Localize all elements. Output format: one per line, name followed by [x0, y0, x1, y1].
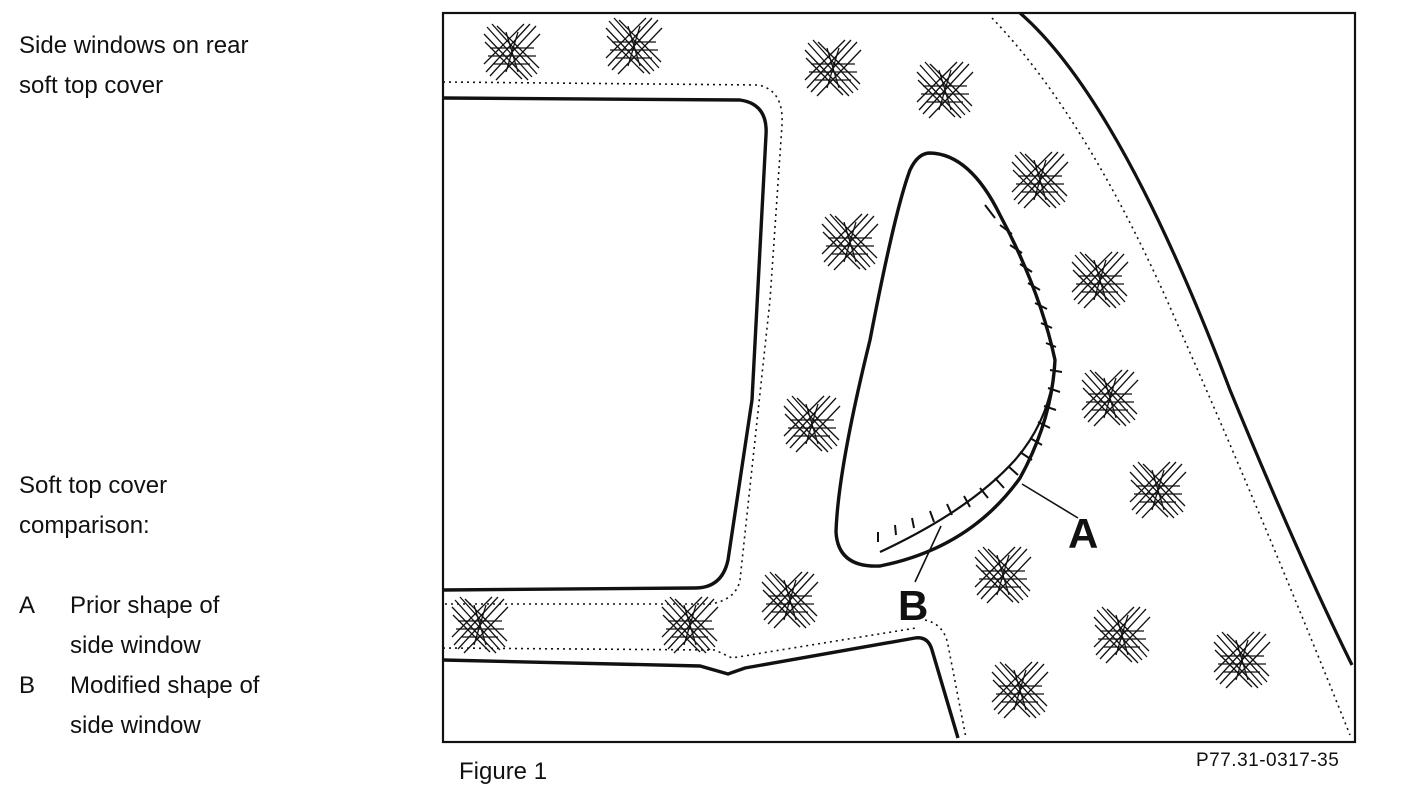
legend-item-b: B Modified shape of side window: [19, 666, 349, 746]
soft-top-seam: [991, 17, 1351, 736]
legend-b-line-2: side window: [70, 712, 201, 739]
bottom-band-seam-right: [924, 619, 967, 739]
bottom-band-outline: [442, 636, 960, 739]
legend-a-line-2: side window: [70, 632, 201, 659]
left-window-seam: [442, 81, 783, 605]
left-window-outline: [442, 96, 768, 592]
legend-a-line-1: Prior shape of: [70, 592, 220, 619]
figure-reference: P77.31-0317-35: [1196, 750, 1340, 771]
intro-line-1: Side windows on rear: [19, 32, 249, 59]
comparison-line-1: Soft top cover: [19, 472, 168, 499]
legend-key-a: A: [19, 592, 36, 619]
soft-top-edge: [1018, 11, 1354, 666]
legend-item-a: A Prior shape of side window: [19, 586, 349, 666]
legend-key-b: B: [19, 672, 36, 699]
side-window-b-hatch: [877, 204, 1063, 553]
leader-b: [914, 525, 942, 583]
intro-text: Side windows on rear soft top cover: [19, 26, 349, 106]
legend-b-line-1: Modified shape of: [70, 672, 260, 699]
bottom-band-seam-upper: [442, 627, 917, 659]
comparison-heading: Soft top cover comparison:: [19, 466, 349, 546]
leader-a: [1021, 483, 1079, 519]
legend-text-b: Modified shape of side window: [70, 666, 340, 746]
figure-caption: Figure 1: [459, 758, 548, 785]
label-a: A: [1068, 510, 1098, 557]
legend-text-a: Prior shape of side window: [70, 586, 340, 666]
label-b: B: [898, 582, 928, 629]
intro-line-2: soft top cover: [19, 72, 164, 99]
comparison-line-2: comparison:: [19, 512, 150, 539]
